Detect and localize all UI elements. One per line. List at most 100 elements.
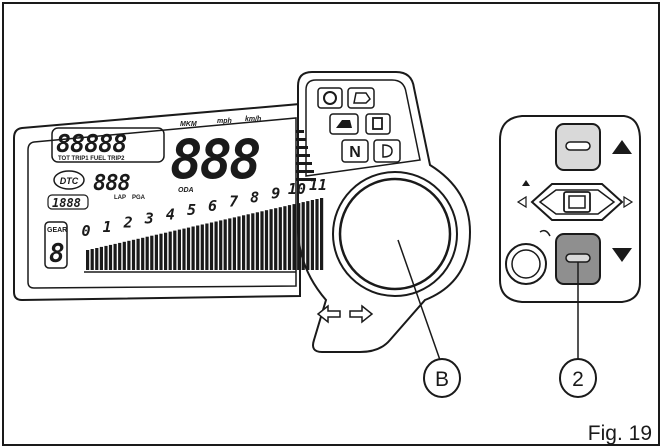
rpm-bar-segment [209, 222, 214, 270]
rpm-bar-segment [287, 205, 292, 270]
rpm-bar-segment [228, 218, 232, 270]
rpm-bar-segment [141, 237, 145, 270]
rpm-bar-segment [145, 236, 149, 270]
small-up-marker-icon [522, 180, 530, 186]
mph-label: mph [217, 118, 232, 125]
rpm-bar-segment [99, 246, 103, 270]
rpm-tick-label: 7 [229, 193, 238, 211]
rpm-bar-segment [168, 231, 172, 270]
handlebar-switch-block [499, 115, 641, 303]
pga-label: PGA [132, 195, 146, 201]
rpm-bar-segment [150, 235, 154, 270]
fuel-level-bars [296, 130, 316, 181]
fuel-icon [372, 117, 383, 130]
callout-2-bubble [559, 358, 597, 398]
rpm-bar-segment [274, 208, 278, 270]
callout-2-label: 2 [572, 368, 584, 391]
rpm-bar-segment [246, 214, 250, 270]
left-arrow-icon [516, 195, 527, 209]
rpm-bar-segment [301, 202, 305, 270]
rpm-bar-segment [237, 216, 241, 270]
horn-icon [539, 229, 551, 237]
oda-label: ODA [178, 187, 194, 194]
gear-label: GEAR [47, 227, 67, 234]
rpm-bar-segment [297, 203, 301, 270]
rpm-bar-segment [242, 215, 246, 270]
rpm-bar-segment [104, 245, 108, 270]
callout-b-bubble [423, 358, 461, 398]
rpm-tick-label: 0 [81, 222, 90, 240]
rpm-bar-segment [131, 239, 136, 270]
rpm-tick-label: 2 [123, 214, 133, 232]
rpm-tick-label: 6 [208, 197, 217, 215]
battery-icon [336, 120, 352, 128]
gear-frame [44, 221, 68, 269]
scroll-down-button-grip [565, 253, 591, 263]
rpm-bar-segment [310, 200, 314, 270]
rpm-bar-segment [223, 219, 227, 270]
kmh-label: km/h [245, 116, 261, 123]
rpm-bar-segment [118, 242, 122, 270]
callout-b-leader [397, 239, 441, 361]
rpm-bar-segment [154, 234, 158, 270]
callout-b-label: B [435, 368, 449, 391]
rpm-bar-segment [159, 233, 163, 270]
speed-digits: 888 [170, 128, 259, 191]
engine-icon [323, 91, 337, 105]
trip-label: TOT TRIP1 FUEL TRIP2 [58, 156, 125, 162]
odometer-frame [51, 127, 165, 163]
rpm-bar-segment [320, 198, 324, 270]
oil-icon [353, 92, 371, 104]
rpm-bar-segment [113, 243, 117, 270]
gear-digit: 8 [49, 239, 65, 269]
fuel-light-tile [365, 113, 391, 135]
rpm-bar-segment [122, 241, 126, 270]
rpm-bar-segment [283, 206, 287, 270]
neutral-label: N [349, 144, 361, 161]
rpm-bargraph [86, 198, 324, 270]
rpm-bar-segment [200, 224, 204, 270]
dtc-frame [53, 170, 85, 190]
dtc-label: DTC [60, 176, 79, 186]
rpm-bar-segment [292, 204, 296, 270]
rpm-bar-segment [182, 228, 186, 270]
mkm-label: MKM [180, 121, 197, 128]
right-arrow-icon [623, 195, 634, 209]
engine-light-tile [317, 87, 343, 109]
rpm-bar-segment [260, 211, 264, 270]
neutral-light-tile [341, 139, 369, 163]
rpm-bar-segment [127, 240, 131, 270]
rpm-bar-segment [191, 226, 195, 270]
rpm-tick-label: 1 [103, 218, 112, 236]
rpm-bar-segment [86, 250, 90, 270]
rpm-tick-label: 3 [144, 210, 154, 228]
rpm-bar-segment [264, 210, 269, 270]
rpm-bar-segment [164, 232, 168, 270]
rpm-bar-segment [95, 248, 99, 270]
up-triangle-icon [612, 140, 632, 154]
rpm-bar-segment [278, 207, 282, 270]
rpm-bar-segment [108, 244, 113, 270]
dtc-digits: 888 [93, 171, 130, 196]
scroll-up-button-grip [565, 141, 591, 151]
rpm-bar-segment [90, 249, 94, 270]
rpm-tick-label: 8 [250, 189, 259, 207]
rpm-tick-label: 5 [187, 201, 196, 219]
rpm-bar-segment [306, 201, 310, 270]
rpm-bar-segment [177, 229, 181, 270]
figure-caption: Fig. 19 [588, 422, 652, 445]
clock-frame [47, 194, 89, 210]
rpm-tick-label: 9 [271, 184, 280, 202]
rpm-bar-segment [205, 223, 209, 270]
rpm-bar-segment [219, 220, 223, 270]
rpm-bar-segment [214, 221, 218, 270]
rpm-bar-segment [173, 230, 177, 270]
rpm-bar-segment [255, 212, 259, 270]
joystick-center-inner [568, 195, 586, 209]
clock-digits: 1888 [52, 196, 81, 210]
rpm-bar-segment [136, 238, 140, 270]
rpm-tick-label: 4 [166, 205, 175, 223]
high-beam-light-tile [373, 139, 401, 163]
